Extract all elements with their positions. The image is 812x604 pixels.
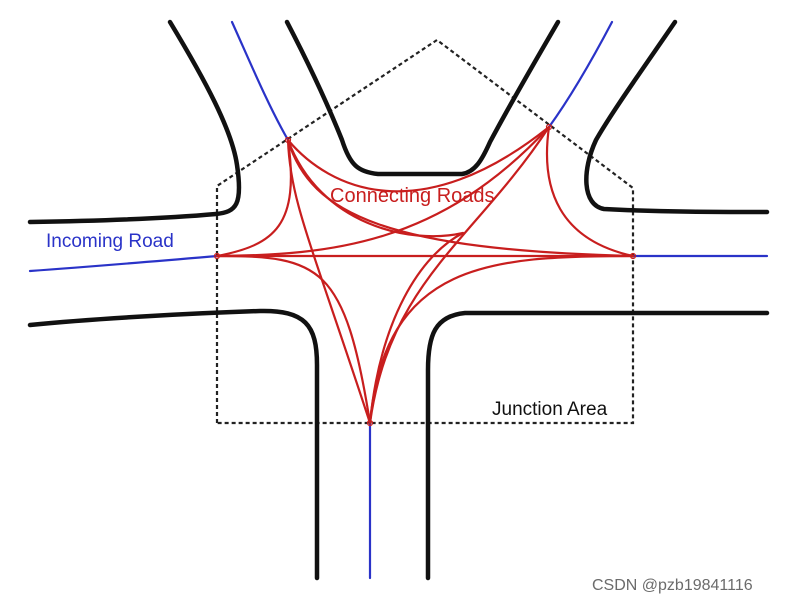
connecting-roads	[215, 125, 635, 425]
connecting-road	[286, 138, 465, 238]
watermark: CSDN @pzb19841116	[592, 577, 753, 594]
connecting-road	[368, 254, 635, 425]
junction-area-label: Junction Area	[492, 399, 608, 420]
road-edge-upper-right-outer	[584, 19, 770, 215]
lane-incoming-left	[28, 254, 219, 273]
road-edges	[27, 19, 770, 581]
node-left	[213, 252, 221, 260]
connecting-road	[545, 125, 635, 258]
node-upper-left	[284, 136, 292, 144]
connecting-road	[215, 254, 372, 425]
lane-upper-left	[230, 20, 290, 142]
road-edge-lower-right	[425, 310, 770, 581]
connecting-road	[286, 138, 372, 425]
connecting-road	[286, 138, 635, 258]
junction-nodes	[213, 123, 637, 427]
node-bottom	[366, 419, 374, 427]
lane-centerlines	[28, 20, 769, 580]
node-upper-right	[545, 123, 553, 131]
connecting-road	[368, 125, 551, 425]
connecting-roads-label: Connecting Roads	[330, 185, 495, 207]
connecting-road	[286, 125, 551, 193]
connecting-road	[215, 125, 551, 258]
junction-area-boundary	[215, 38, 635, 425]
road-edge-lower-left	[27, 308, 320, 581]
connecting-road	[215, 138, 292, 258]
road-edge-upper-left-outer	[27, 19, 242, 225]
incoming-road-label: Incoming Road	[46, 231, 174, 252]
road-edge-upper-left-inner	[284, 19, 561, 177]
connecting-road	[368, 231, 465, 425]
node-right	[629, 252, 637, 260]
lane-upper-right	[547, 20, 614, 129]
